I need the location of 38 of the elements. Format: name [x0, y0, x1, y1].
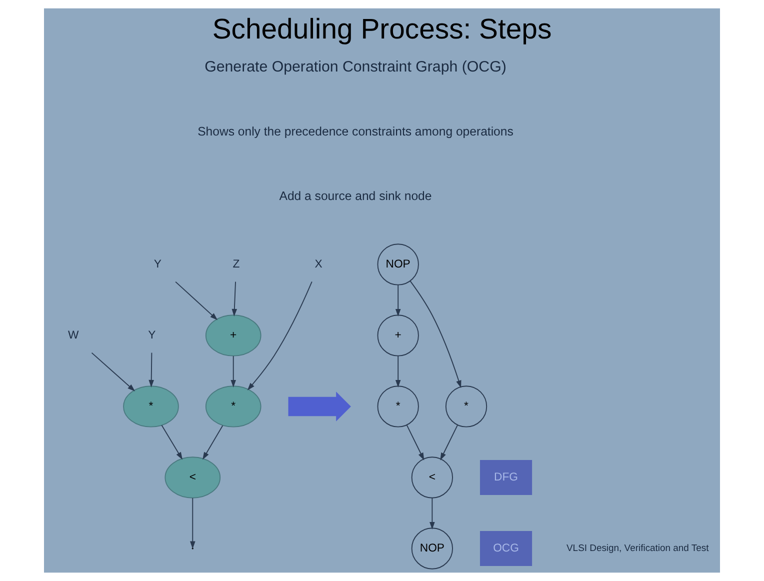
- arrow: [175, 281, 218, 320]
- arrow: [232, 281, 238, 316]
- arrow: [406, 424, 424, 460]
- arrow: [148, 352, 154, 388]
- node-circle: *: [377, 386, 419, 428]
- node-circle: NOP: [377, 244, 419, 286]
- node-circle: +: [377, 314, 419, 356]
- node-circle: *: [445, 386, 488, 428]
- node-box: OCG: [480, 530, 532, 566]
- arrow: [190, 498, 196, 549]
- node-text: X: [314, 258, 322, 270]
- node-text: Z: [232, 258, 240, 270]
- arrow: [91, 352, 136, 392]
- arrow: [395, 356, 401, 388]
- node-arrow: [288, 392, 351, 422]
- node-text: Y: [154, 258, 162, 270]
- node-ellipse: *: [123, 386, 179, 428]
- label: VLSI Design, Verification and Test: [566, 542, 709, 554]
- arrow: [430, 498, 435, 530]
- node-circle: <: [411, 456, 453, 498]
- label: Generate Operation Constraint Graph (OCG): [204, 58, 506, 76]
- node-text: Y: [148, 329, 156, 342]
- diagram-title: Scheduling Process: Steps: [212, 14, 552, 46]
- arrow: [230, 356, 236, 388]
- label: Shows only the precedence constraints among operations: [198, 124, 514, 139]
- node-circle: NOP: [411, 528, 453, 570]
- node-text: W: [68, 329, 79, 342]
- arrow: [247, 281, 312, 390]
- arrow: [395, 284, 401, 317]
- label: Add a source and sink node: [279, 188, 432, 203]
- arrow: [440, 424, 458, 460]
- node-ellipse: <: [164, 456, 221, 498]
- node-box: DFG: [480, 460, 532, 495]
- arrow: [410, 280, 462, 388]
- node-ellipse: +: [205, 314, 262, 356]
- arrow: [202, 425, 224, 460]
- node-ellipse: *: [205, 386, 262, 428]
- arrow: [161, 424, 183, 460]
